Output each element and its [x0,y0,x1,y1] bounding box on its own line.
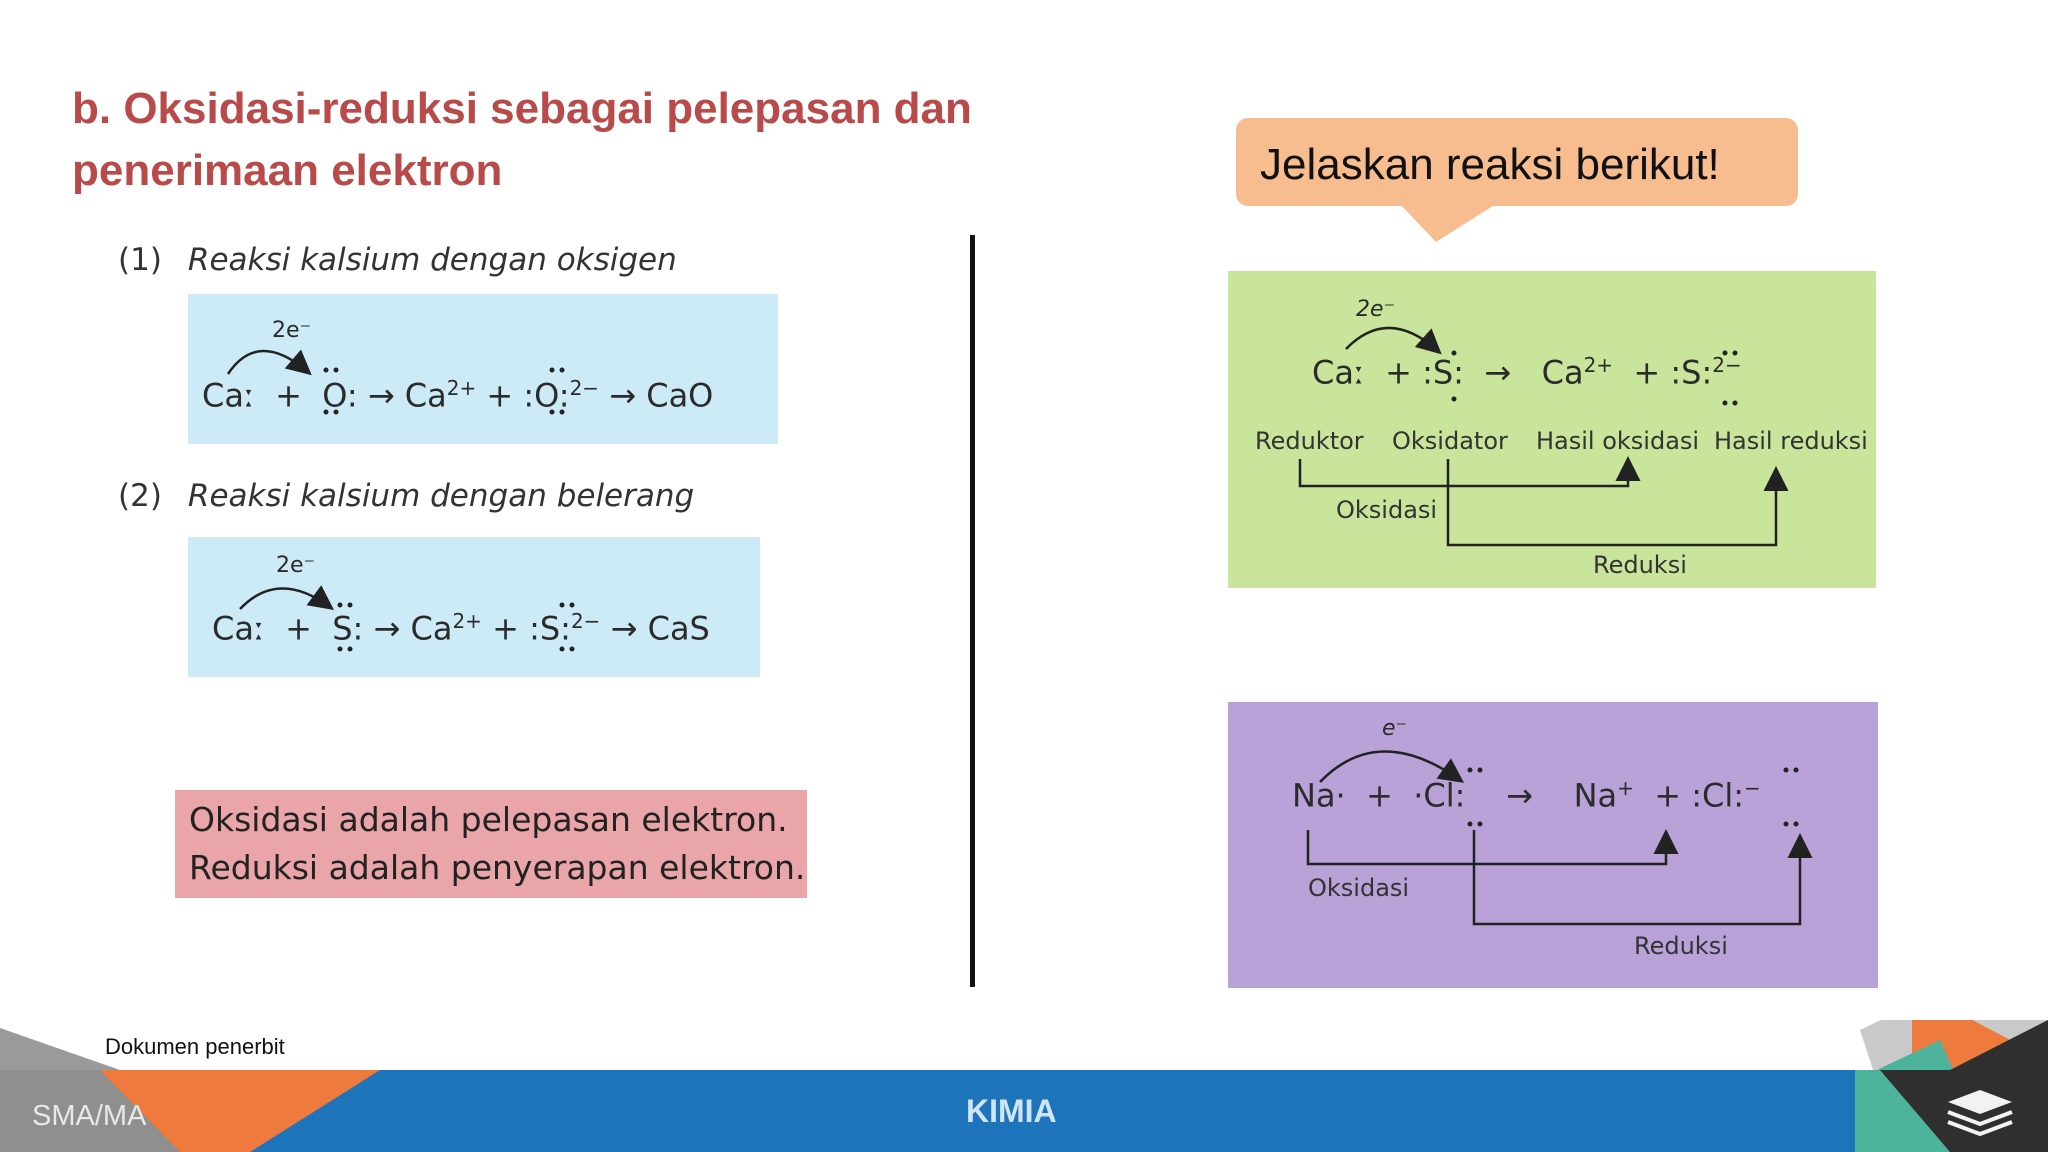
ion-na: Na [1573,776,1618,815]
cas-electrons: 2e⁻ [1356,297,1396,322]
reaction-arrow: → [367,376,395,415]
speech-bubble: Jelaskan reaksi berikut! [1236,118,1798,206]
definition-box: Oksidasi adalah pelepasan elektron. Redu… [175,790,807,898]
reaction-1-title: Reaksi kalsium dengan oksigen [187,242,677,278]
vertical-divider [970,235,975,987]
reactant-ca: Caː [212,609,265,648]
reaction-2-box: 2e⁻ Caː + S: → Ca2+ + :S:2− → CaS [188,537,760,677]
redox-diagram-nacl: e⁻ Na· + ·Cl: → Na+ + :Cl:− Oksidasi Red… [1228,702,1878,988]
ion-s: S [1681,353,1702,392]
redox-arrows-nacl [1306,750,1813,926]
speech-bubble-tail [1400,204,1496,242]
reactant-s: S [332,609,353,648]
label-hasil-oksidasi: Hasil oksidasi [1536,427,1700,455]
cas-equation: Caː + :S: → Ca2+ + :S:2− [1312,353,1742,392]
title-line-2: penerimaan elektron [72,146,503,195]
reactant-s: S [1432,353,1454,392]
footer-subject-label: KIMIA [966,1093,1057,1129]
label-oksidasi: Oksidasi [1308,874,1410,902]
reaction-1-number: (1) [118,242,162,278]
reactant-o: O [322,376,347,415]
ion-ca-charge: 2+ [1583,353,1614,377]
redox-arrows-cas [1298,326,1789,547]
source-note: Dokumen penerbit [105,1034,285,1059]
reaction-2-number: (2) [118,478,162,514]
definition-reduction: Reduksi adalah penyerapan elektron. [189,848,806,887]
title-line-1: b. Oksidasi-reduksi sebagai pelepasan da… [72,84,972,133]
label-oksidator: Oksidator [1392,427,1508,455]
ion-s: S [539,609,561,648]
ion-cl-charge: − [1744,776,1761,800]
reaction-arrow-2: → [609,376,637,415]
ion-s-charge: 2− [1712,353,1742,377]
reaction-1-heading: (1) Reaksi kalsium dengan oksigen [118,242,677,278]
label-oksidasi: Oksidasi [1336,496,1438,524]
ion-cl: Cl [1702,776,1734,815]
ion-ca: Ca [410,609,453,648]
reaction-1-electrons: 2e⁻ [272,318,312,343]
reaction-2-electrons: 2e⁻ [276,553,316,578]
reaction-1-box: 2e⁻ Caː + O: → Ca2+ + :O:2− → CaO [188,294,778,444]
reactant-na: Na [1292,776,1336,815]
ion-o: O [534,376,559,415]
electron-transfer-arrow-1 [226,349,565,415]
footer-corner-shapes [0,1070,2048,1152]
product-cas: CaS [647,609,710,648]
reaction-2-title: Reaksi kalsium dengan belerang [187,478,695,514]
reaction-2-equation: Caː + S: → Ca2+ + :S:2− → CaS [212,609,710,648]
reactant-ca: Caː [1312,353,1365,392]
ion-ca: Ca [1541,353,1584,392]
ion-ca-charge: 2+ [452,609,482,633]
label-reduksi: Reduksi [1634,932,1728,960]
ion-na-charge: + [1617,776,1634,800]
footer-level-label: SMA/MA [32,1100,147,1132]
plus-sign: + [285,609,312,648]
nacl-electrons: e⁻ [1382,716,1408,741]
label-reduktor: Reduktor [1255,427,1364,455]
reaction-2-heading: (2) Reaksi kalsium dengan belerang [118,478,694,514]
slide-title: b. Oksidasi-reduksi sebagai pelepasan da… [72,78,1032,202]
ion-s-charge: 2− [570,609,601,633]
reaction-arrow: → [373,609,401,648]
product-cao: CaO [646,376,714,415]
books-logo-icon [1947,1090,2013,1137]
nacl-equation: Na· + ·Cl: → Na+ + :Cl:− [1292,776,1761,815]
reactant-ca: Caː [202,376,255,415]
ion-ca-charge: 2+ [446,376,477,400]
ion-o-charge: 2− [569,376,600,400]
redox-diagram-cas: 2e⁻ Caː + :S: → Ca2+ + :S:2− Reduktor Ok… [1228,271,1876,588]
reaction-arrow-2: → [610,609,638,648]
ion-ca: Ca [404,376,447,415]
electron-transfer-arrow-2 [239,585,575,652]
bubble-text: Jelaskan reaksi berikut! [1260,140,1720,189]
label-hasil-reduksi: Hasil reduksi [1714,427,1868,455]
definition-oxidation: Oksidasi adalah pelepasan elektron. [189,800,788,839]
plus-sign: + [275,376,302,415]
reaction-1-equation: Caː + O: → Ca2+ + :O:2− → CaO [202,376,714,415]
reactant-cl: Cl [1423,776,1455,815]
label-reduksi: Reduksi [1593,551,1687,579]
